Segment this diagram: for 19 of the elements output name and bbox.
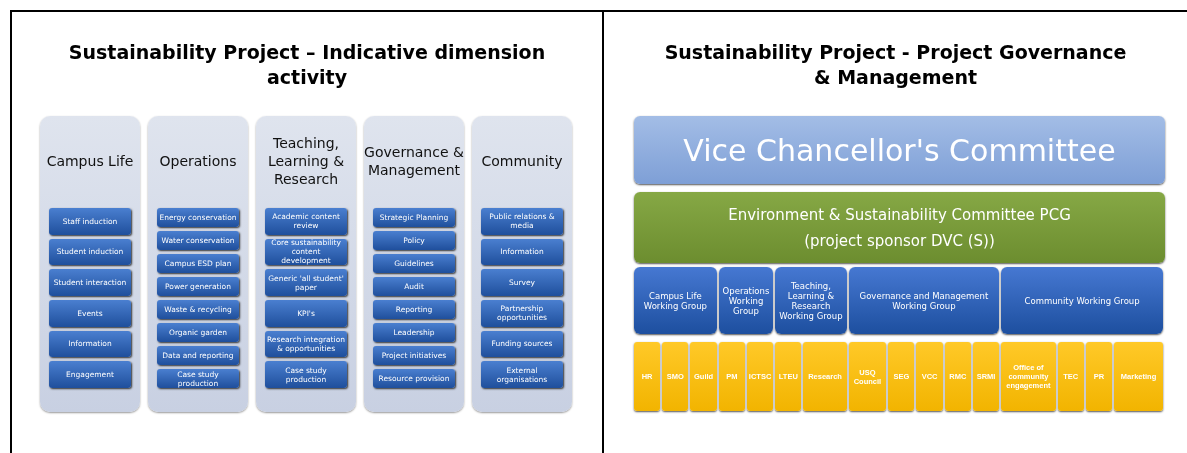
column-panel xyxy=(148,116,248,412)
column-panel xyxy=(40,116,140,412)
panel-title: Sustainability Project - Project Governance & Management xyxy=(664,41,1127,88)
working-group-box: Governance and Management Working Group xyxy=(848,267,1000,334)
column-heading: Teaching, Learning & Research xyxy=(266,134,346,188)
working-group-box: Campus Life Working Group xyxy=(634,267,717,334)
committee-box: Vice Chancellor's Committee xyxy=(634,116,1165,184)
column-heading: Community xyxy=(481,152,563,170)
committee-box: Environment & Sustainability Committee PCG (project sponsor DVC (S)) xyxy=(634,192,1165,263)
working-group-box: Community Working Group xyxy=(1001,267,1163,334)
column-panel xyxy=(256,116,356,412)
working-group-box: Teaching, Learning & Research Working Group xyxy=(775,267,847,334)
column-panel xyxy=(364,116,464,412)
column-panel xyxy=(472,116,572,412)
panel-title: Sustainability Project – Indicative dimension activity xyxy=(68,41,546,88)
column-heading: Campus Life xyxy=(46,152,134,170)
working-group-box: Operations Working Group xyxy=(718,267,774,334)
column-heading: Operations xyxy=(159,152,237,170)
column-heading: Governance & Management xyxy=(364,143,464,179)
